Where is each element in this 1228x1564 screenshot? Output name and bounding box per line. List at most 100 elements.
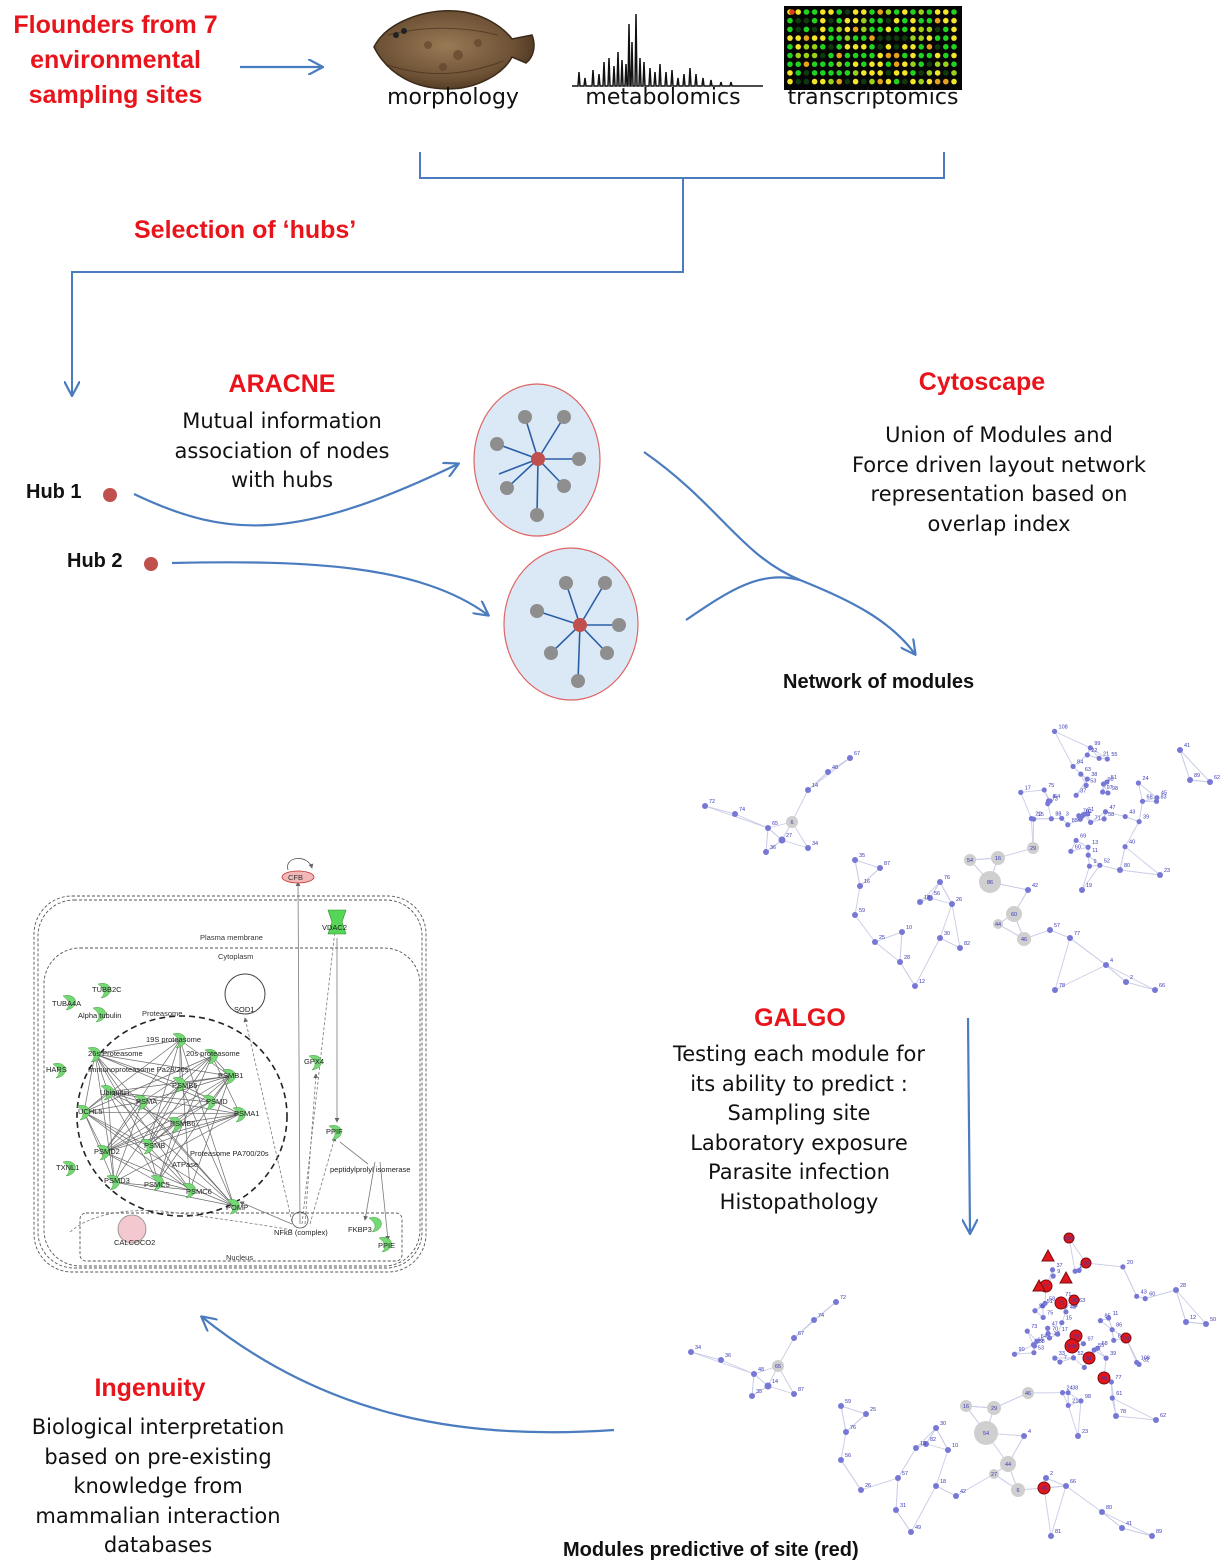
alpha-tubulin-label: Alpha tubulin (78, 1011, 121, 1020)
network-node-label: 77 (1074, 931, 1080, 937)
network-edge (955, 1473, 995, 1497)
network-node (1080, 812, 1087, 818)
network-node-label: 34 (812, 841, 818, 847)
green-protein-node (76, 1105, 90, 1121)
network-node-label: 49 (915, 1525, 921, 1531)
network-node (1027, 842, 1039, 854)
network-node-label: 79 (1083, 1261, 1089, 1267)
green-protein-node (232, 1107, 246, 1123)
network-node (1046, 1335, 1053, 1341)
network-node-label: 70 (1052, 1326, 1058, 1332)
network-node-label: 4 (1028, 1429, 1031, 1435)
network-edge (840, 1405, 867, 1415)
network-node-label: 48 (832, 765, 838, 771)
network-node (1136, 819, 1142, 825)
network-node-label: 11 (1113, 1311, 1119, 1317)
network-node (1134, 1293, 1140, 1299)
galgo-title: GALGO (754, 1004, 846, 1032)
predictive-module-triangle (1032, 1278, 1046, 1292)
network-node-label: 58 (1049, 1296, 1055, 1302)
network-node (702, 803, 708, 809)
network-node-label: 14 (772, 1379, 778, 1385)
uchl5-label: UCHL5 (78, 1107, 103, 1116)
network-node-label: 68 (1102, 1341, 1108, 1347)
network-edge (1081, 865, 1101, 891)
network-edge (1137, 782, 1143, 802)
network-node-label: 98 (1112, 786, 1118, 792)
network-node-label: 53 (1090, 778, 1096, 784)
network-node-label: 6 (790, 820, 793, 826)
network-edge (919, 881, 941, 903)
network-node-label: 64 (1054, 794, 1060, 800)
network-edge (781, 839, 809, 849)
network-node (1082, 1351, 1096, 1365)
network-node-label: 45 (1161, 791, 1167, 797)
network-node-label: 60 (1075, 844, 1081, 850)
network-node-label: 32 (1143, 1357, 1149, 1363)
network-node (1085, 844, 1091, 850)
network-node (1059, 1320, 1065, 1326)
network-node (1059, 1390, 1066, 1396)
network-node (993, 919, 1003, 929)
network-node-label: 77 (1115, 1375, 1121, 1381)
network-node (1106, 1315, 1112, 1321)
network-node-label: 26 (865, 1483, 871, 1489)
network-edge (1069, 937, 1107, 966)
network-node-label: 35 (859, 853, 865, 859)
network-node-label: 46 (1025, 1391, 1031, 1397)
network-node (1100, 781, 1107, 787)
network-node (825, 769, 831, 775)
network-node-label: 81 (1055, 1529, 1061, 1535)
network-node-label: 65 (772, 821, 778, 827)
network-node (1064, 1338, 1080, 1354)
metabolomics-caption: metabolomics (585, 85, 741, 110)
psmd-label: PSMD (206, 1097, 228, 1106)
network-node-label: 71 (1065, 1292, 1071, 1298)
network-edge (939, 881, 953, 905)
network-node-label: 73 (1031, 1324, 1037, 1330)
morphology-caption: morphology (387, 85, 519, 110)
green-protein-node (368, 1217, 382, 1233)
network-edge (939, 903, 953, 939)
network-edge (899, 961, 916, 987)
network-node-label: 68 (1071, 1298, 1077, 1304)
network-node-label: 74 (739, 807, 745, 813)
network-node (1109, 1327, 1115, 1333)
s19-label: 19S proteasome (146, 1035, 201, 1044)
network-node-label: 57 (1054, 923, 1060, 929)
network-edge (1090, 811, 1106, 823)
network-node (1136, 1361, 1142, 1367)
network-node (1011, 1483, 1025, 1497)
network-edge (939, 937, 961, 949)
network-node (1052, 1355, 1058, 1361)
network-edge (1050, 1485, 1067, 1537)
ingenuity-line2: based on pre-existing (44, 1444, 272, 1469)
network-node (1078, 771, 1084, 777)
network-node (1076, 1267, 1082, 1274)
network-node (1025, 887, 1031, 893)
network-node-label: 15 (1066, 1316, 1072, 1322)
network-node (1040, 1314, 1046, 1321)
network-node (987, 1401, 1001, 1415)
network-node-label: 57 (902, 1471, 908, 1477)
ingenuity-line3: knowledge from (73, 1474, 243, 1498)
flounders-title-line2: environmental (30, 46, 201, 74)
network-node-label: 45 (1041, 1486, 1047, 1492)
network-node (1139, 798, 1146, 804)
network-node (1050, 1273, 1056, 1279)
network-node-label: 89 (1194, 773, 1200, 779)
network-node-label: 23 (1164, 868, 1170, 874)
network-node (1034, 1338, 1040, 1344)
network-node-label: 68 (1147, 794, 1153, 800)
plasma-membrane-label: Plasma membrane (200, 933, 263, 942)
network-node (1031, 816, 1037, 822)
hub2-label: Hub 2 (67, 550, 123, 572)
network-edge (1077, 1400, 1082, 1437)
network-edge (1175, 1289, 1187, 1323)
network-node-label: 54 (967, 858, 973, 864)
network-node (811, 1317, 817, 1323)
network-edge (860, 1477, 899, 1491)
network-node (1091, 1347, 1097, 1353)
network-node-label: 34 (695, 1345, 701, 1351)
network-node-label: 36 (725, 1353, 731, 1359)
